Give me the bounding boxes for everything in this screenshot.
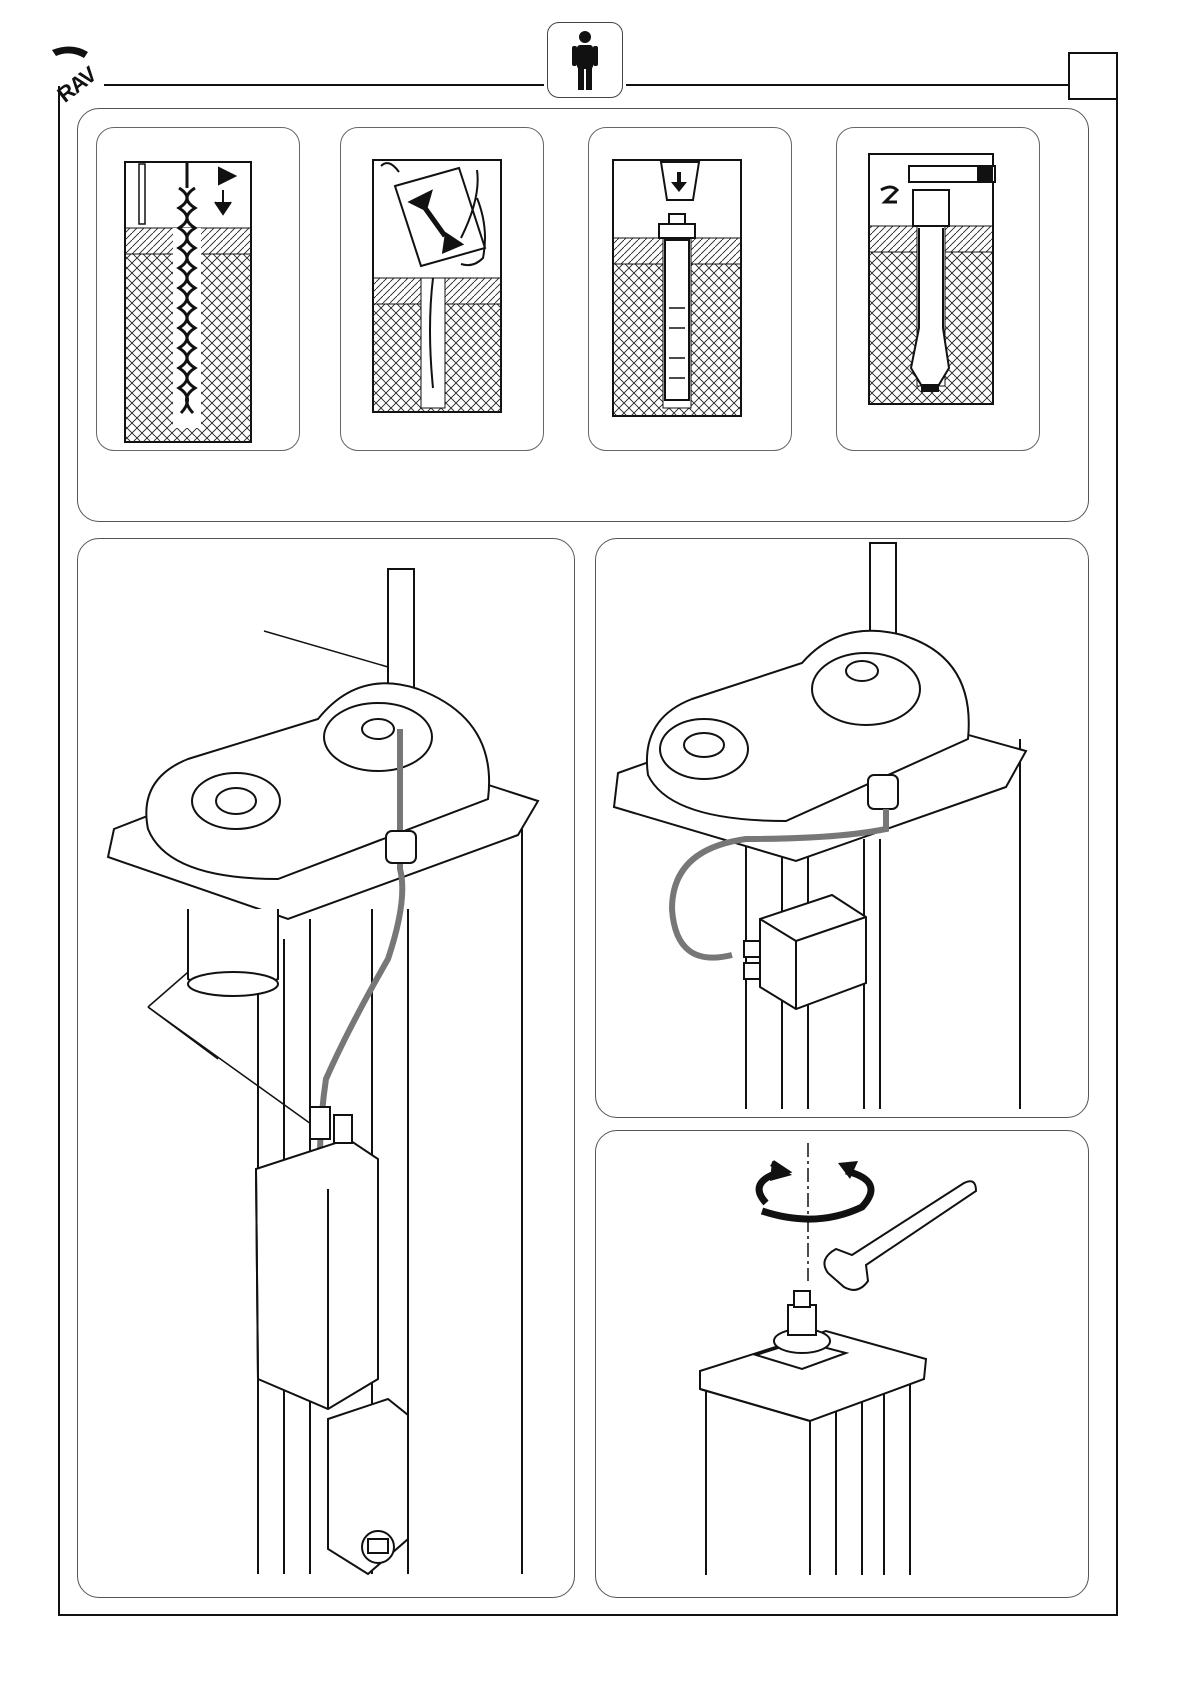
cable-junction-box-illustration bbox=[596, 539, 1088, 1117]
column-motor-wiring-illustration bbox=[78, 539, 574, 1597]
wrench-tightening-illustration bbox=[596, 1131, 1088, 1597]
step-card-tighten bbox=[836, 127, 1040, 451]
step-card-clean bbox=[340, 127, 544, 451]
step-card-insert bbox=[588, 127, 792, 451]
drill-hole-icon bbox=[97, 128, 299, 450]
step-card-drill bbox=[96, 127, 300, 451]
clean-hole-icon bbox=[341, 128, 543, 450]
cable-junction-panel bbox=[595, 538, 1089, 1118]
wrench-tighten-panel bbox=[595, 1130, 1089, 1598]
column-wiring-panel bbox=[77, 538, 575, 1598]
insert-anchor-icon bbox=[589, 128, 791, 450]
anchor-steps-panel bbox=[77, 108, 1089, 522]
tighten-anchor-icon bbox=[837, 128, 1039, 450]
